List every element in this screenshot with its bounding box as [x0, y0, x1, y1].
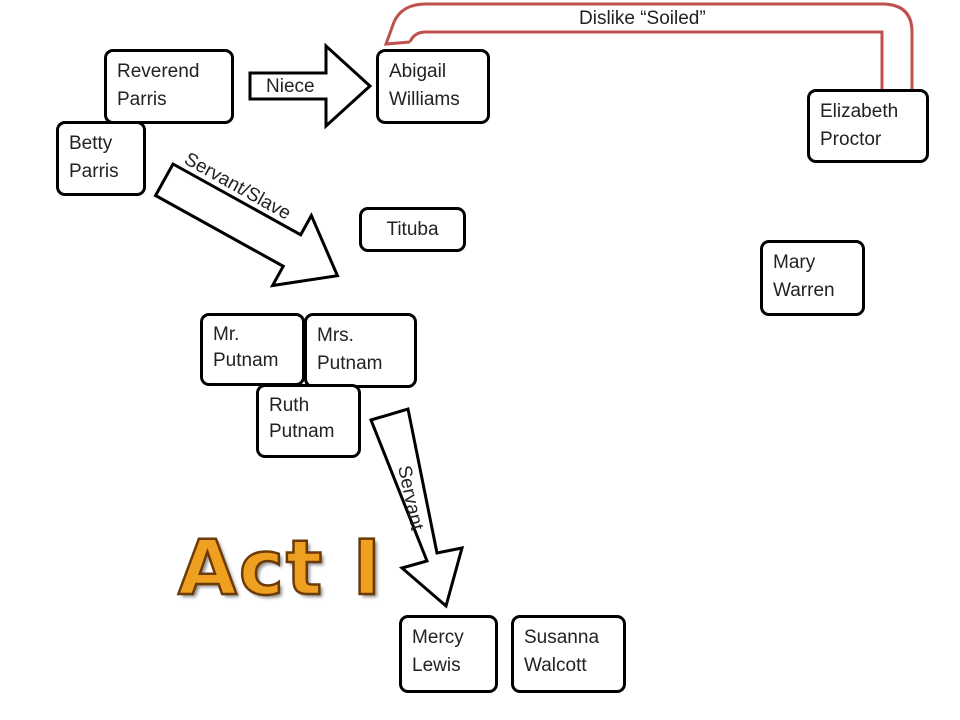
node-susanna-walcott: Susanna Walcott [511, 615, 626, 693]
act-title: Act I [177, 523, 383, 612]
node-mercy-lewis: Mercy Lewis [399, 615, 498, 693]
edge-label-dislike: Dislike “Soiled” [579, 8, 706, 29]
node-tituba: Tituba [359, 207, 466, 252]
dislike-connector-head [383, 21, 411, 46]
niece-arrow [248, 42, 373, 130]
dislike-connector-inner [408, 30, 884, 92]
servant-arrow [369, 407, 465, 609]
node-betty-parris: Betty Parris [56, 121, 146, 196]
node-mary-warren: Mary Warren [760, 240, 865, 316]
node-mrs-putnam: Mrs. Putnam [304, 313, 417, 388]
node-mr-putnam: Mr. Putnam [200, 313, 305, 386]
node-ruth-putnam: Ruth Putnam [256, 384, 361, 458]
node-abigail-williams: Abigail Williams [376, 49, 490, 124]
edge-label-niece: Niece [266, 76, 315, 97]
node-reverend-parris: Reverend Parris [104, 49, 234, 124]
dislike-connector [392, 2, 914, 92]
servant-slave-arrow [153, 161, 340, 288]
node-elizabeth-proctor: Elizabeth Proctor [807, 89, 929, 163]
